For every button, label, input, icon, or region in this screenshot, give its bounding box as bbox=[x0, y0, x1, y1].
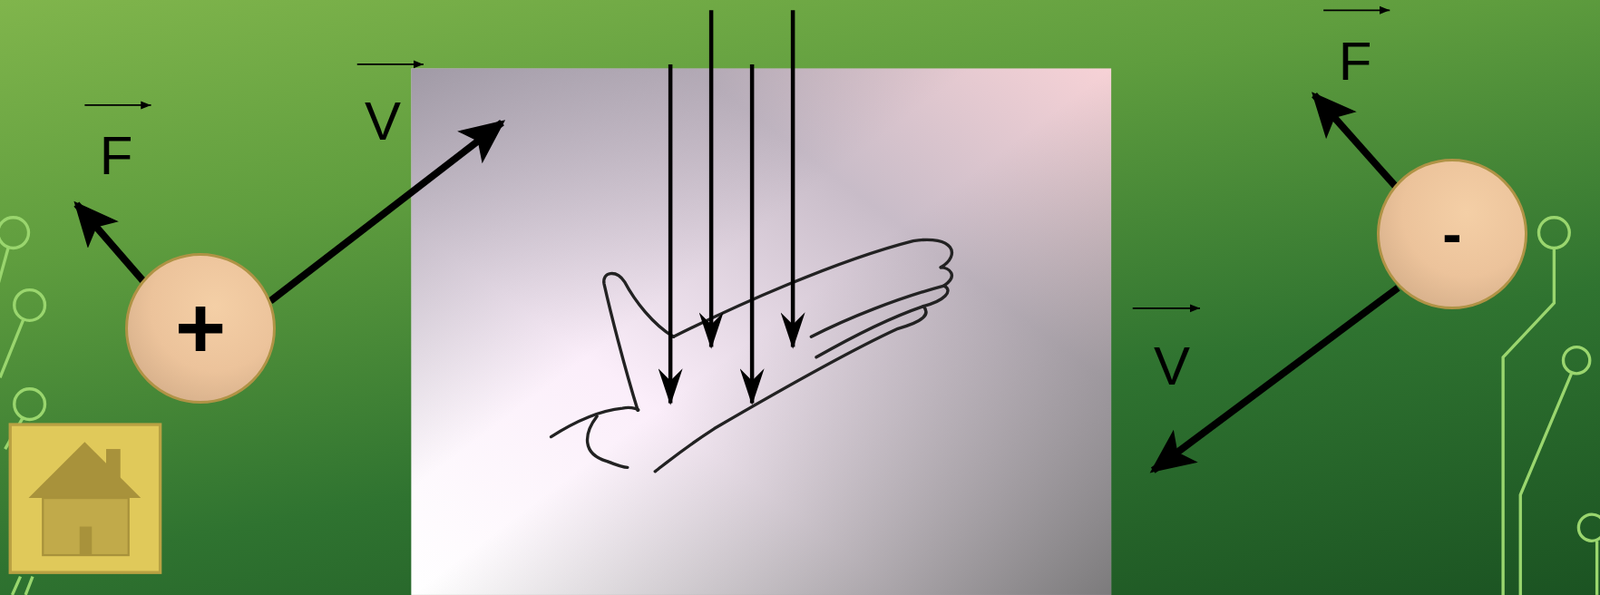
vector-mark bbox=[84, 9, 1390, 309]
charge-circle: - bbox=[1376, 158, 1528, 310]
vector-label: V bbox=[1153, 339, 1191, 394]
charge-sign: + bbox=[175, 284, 226, 372]
vector-label: F bbox=[1338, 34, 1373, 89]
charge-sign: - bbox=[1442, 204, 1462, 264]
vector-label: V bbox=[364, 94, 401, 149]
hand-photo bbox=[410, 68, 1112, 595]
vector-label: F bbox=[99, 128, 134, 184]
vector-arrows bbox=[76, 95, 1398, 471]
field-lines bbox=[670, 9, 793, 403]
charge-circle: + bbox=[125, 253, 276, 404]
home-button bbox=[9, 424, 160, 573]
